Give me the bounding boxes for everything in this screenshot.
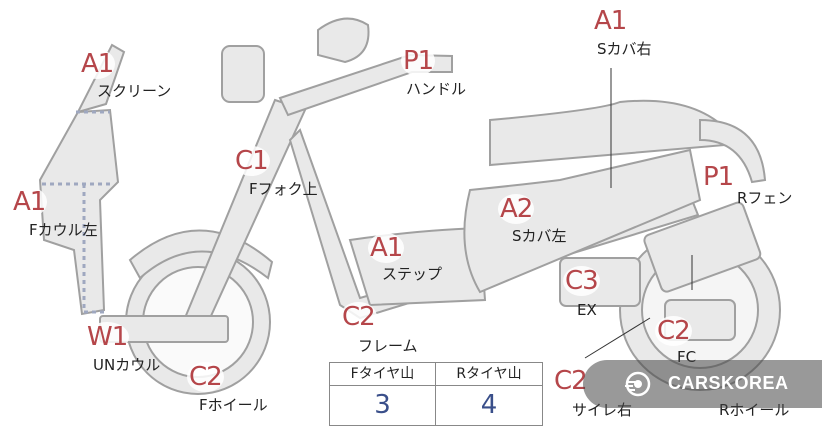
- label-step: ステップ: [382, 265, 443, 283]
- grade-exhaust: C3: [563, 266, 600, 296]
- carskorea-watermark: CARSKOREA: [583, 360, 822, 408]
- grade-frame: C2: [340, 302, 377, 332]
- grade-s-cover-right: A1: [592, 6, 629, 36]
- tire-tread-table: Fタイヤ山 Rタイヤ山 3 4: [329, 362, 543, 426]
- grade-s-cover-left: A2: [498, 194, 535, 224]
- label-f-cowl-left: Fカウル左: [29, 221, 98, 239]
- table-divider: [435, 363, 436, 425]
- carskorea-logo-icon: [625, 371, 651, 397]
- watermark-text: CARSKOREA: [668, 373, 789, 393]
- mirror-shape: [317, 17, 370, 64]
- grade-un-cowl: W1: [85, 322, 130, 352]
- label-s-cover-right: Sカバ右: [597, 40, 652, 58]
- label-screen: スクリーン: [97, 82, 172, 100]
- grade-step: A1: [368, 233, 405, 263]
- front-cowl-shape: [38, 108, 120, 316]
- grade-handle: P1: [401, 46, 436, 76]
- label-r-fender: Rフェン: [737, 189, 793, 207]
- front-tread-header: Fタイヤ山: [330, 363, 435, 386]
- side-cover-shape: [463, 148, 702, 294]
- label-exhaust: EX: [577, 301, 597, 319]
- muffler-shape: [643, 201, 762, 293]
- label-s-cover-left: Sカバ左: [512, 227, 567, 245]
- grade-f-cowl-left: A1: [11, 187, 48, 217]
- rear-fender-shape: [699, 118, 767, 184]
- front-tread-value: 3: [374, 390, 391, 420]
- label-frame: フレーム: [358, 337, 418, 355]
- grade-screen: A1: [79, 49, 116, 79]
- rear-tread-value: 4: [480, 390, 498, 420]
- rear-tread-header: Rタイヤ山: [436, 363, 542, 386]
- label-handle: ハンドル: [406, 80, 467, 98]
- grade-f-wheel: C2: [187, 362, 224, 392]
- label-un-cowl: UNカウル: [93, 356, 161, 374]
- grade-fc: C2: [655, 316, 692, 346]
- grade-r-fender: P1: [701, 162, 736, 192]
- headlamp-shape: [221, 45, 265, 103]
- label-f-fork-upper: Fフォク上: [249, 180, 318, 198]
- label-f-wheel: Fホイール: [199, 396, 268, 414]
- grade-f-fork-upper: C1: [233, 146, 270, 176]
- grade-muffler-right: C2: [552, 366, 589, 396]
